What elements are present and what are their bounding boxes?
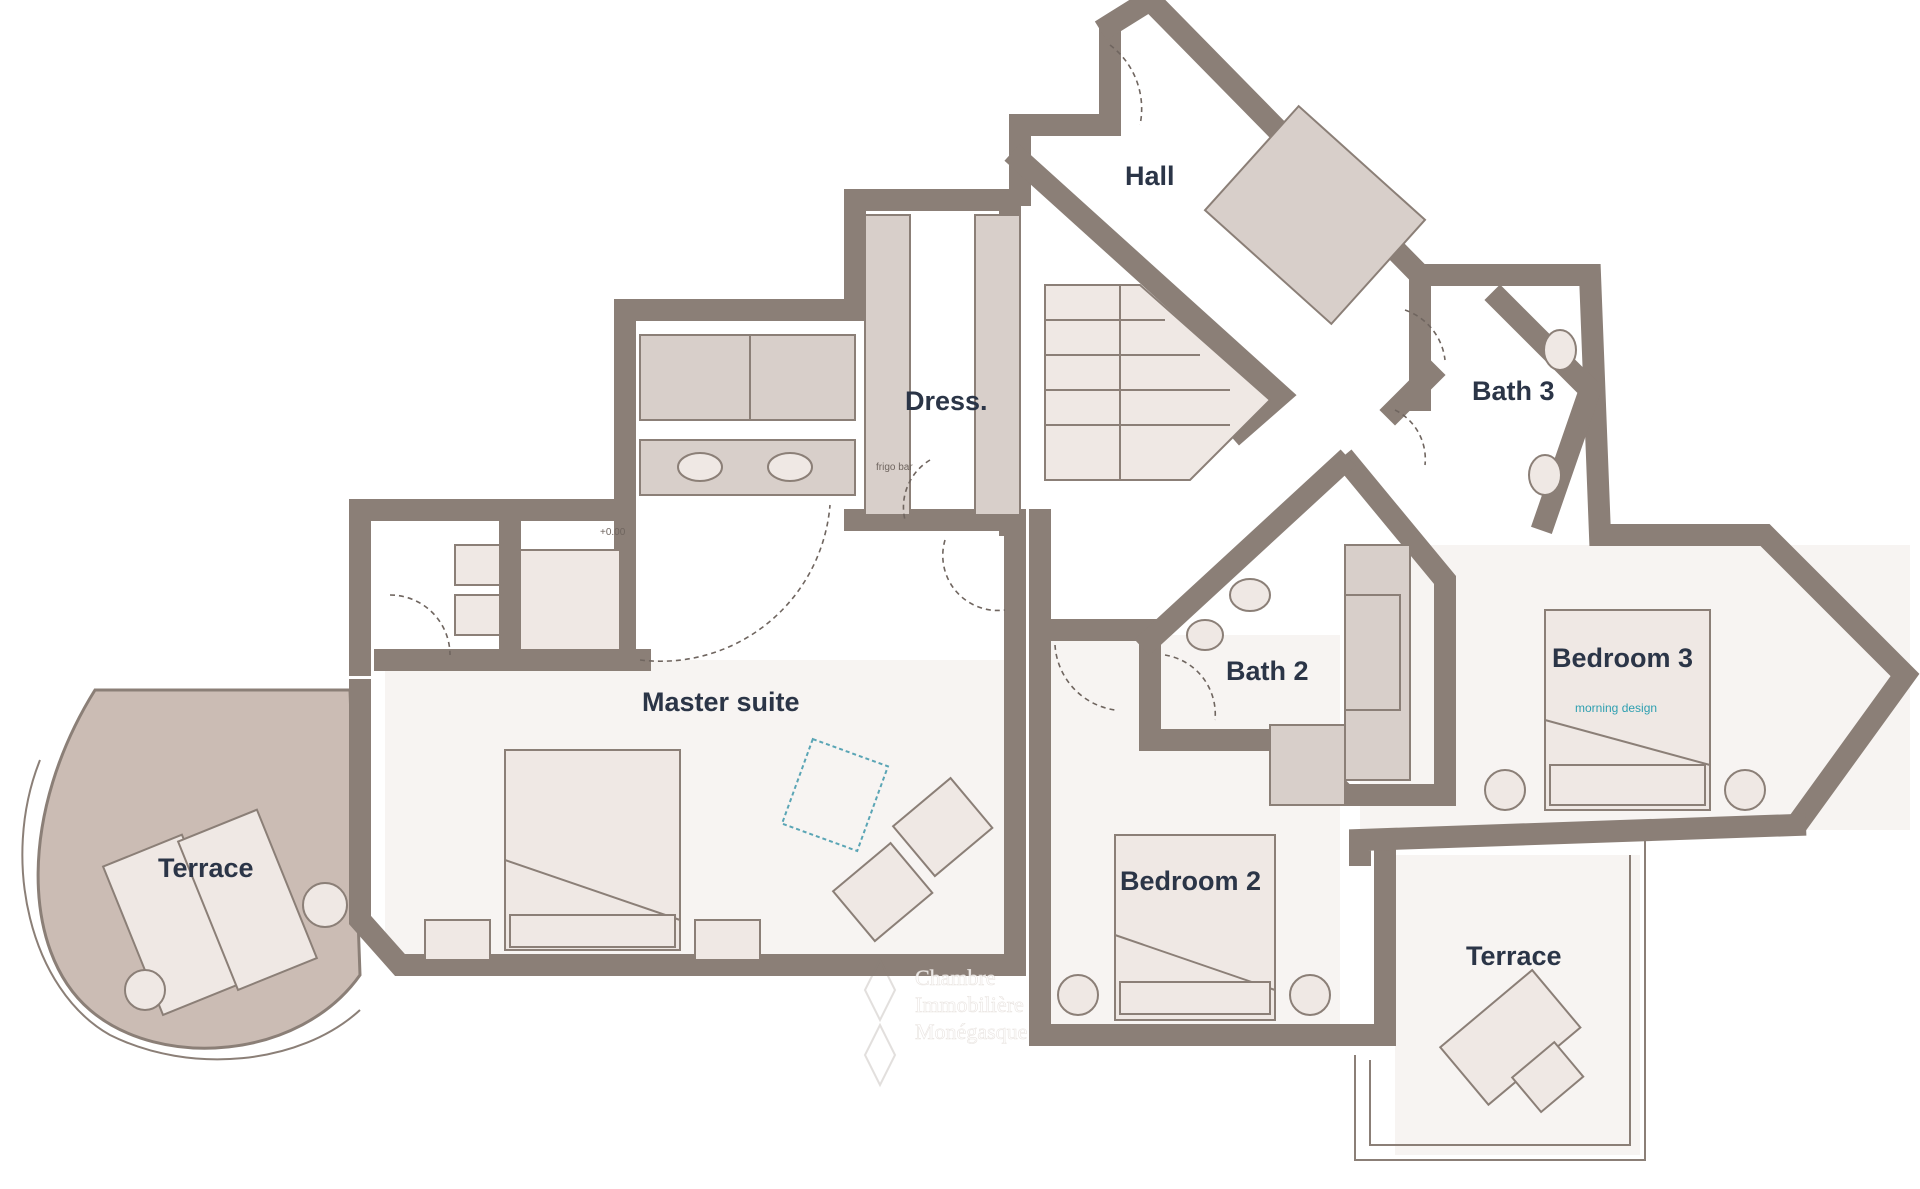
room-label-hall: Hall <box>1125 161 1175 191</box>
room-label-terrace-right: Terrace <box>1466 941 1562 971</box>
level-mark: +0.00 <box>600 527 626 538</box>
room-label-bedroom2: Bedroom 2 <box>1120 866 1261 896</box>
room-label-master-suite: Master suite <box>642 687 800 717</box>
terrace-right-furniture <box>1438 968 1585 1114</box>
watermark-line3: Monégasque <box>915 1019 1027 1044</box>
room-label-terrace-left: Terrace <box>158 853 254 883</box>
watermark-line2: Immobilière <box>915 992 1024 1017</box>
terrace-left-area <box>21 688 362 1061</box>
watermark: Chambre Immobilière Monégasque <box>863 957 1028 1088</box>
watermark-line1: Chambre <box>915 965 996 990</box>
room-label-dress: Dress. <box>905 386 988 416</box>
staircase <box>1044 284 1272 481</box>
room-label-bath2: Bath 2 <box>1226 656 1309 686</box>
door-swings <box>389 44 1446 721</box>
frigo-bar-label: frigo bar <box>876 462 913 473</box>
bedroom3-furniture <box>1484 609 1766 811</box>
room-label-bath3: Bath 3 <box>1472 376 1555 406</box>
dressing-cabinets <box>639 104 1427 806</box>
room-label-bedroom3: Bedroom 3 <box>1552 643 1693 673</box>
bath-fixtures <box>1186 329 1577 711</box>
master-suite-furniture <box>424 544 994 961</box>
bedroom3-furniture-label: morning design <box>1575 701 1657 715</box>
bedroom2-furniture <box>1057 834 1331 1021</box>
